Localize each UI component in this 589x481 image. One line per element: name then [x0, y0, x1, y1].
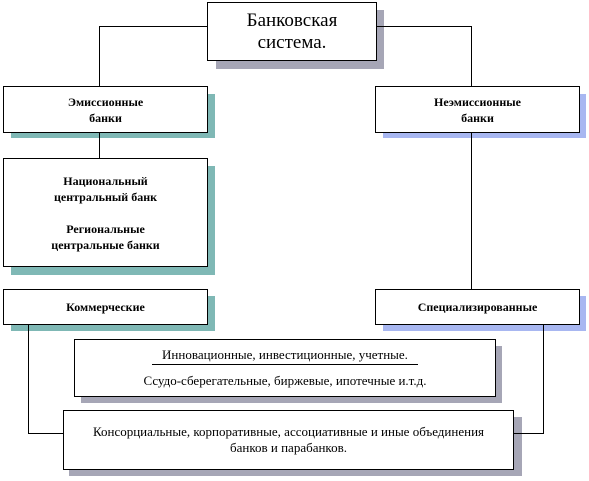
specialized-banks-label: Специализированные: [417, 300, 538, 314]
commercial-banks-label: Коммерческие: [66, 300, 145, 314]
specialized-banks-box: Специализированные: [375, 289, 580, 325]
banking-system-title-box: Банковская система.: [207, 2, 377, 61]
banking-system-title: Банковская система.: [246, 9, 338, 53]
connector-commercial-associations: [28, 324, 63, 434]
non-emission-banks-box: Неэмиссионные банки: [375, 86, 580, 133]
non-emission-banks-label: Неэмиссионные банки: [434, 94, 521, 125]
bank-types-line-1: Инновационные, инвестиционные, учетные.: [75, 347, 495, 366]
bank-types-line-2-text: Ссудо-сберегательные, биржевые, ипотечны…: [143, 372, 427, 388]
associations-label: Консорциальные, корпоративные, ассоциати…: [92, 424, 485, 455]
emission-banks-box: Эмиссионные банки: [3, 86, 208, 133]
bank-types-line-1-text: Инновационные, инвестиционные, учетные.: [152, 347, 418, 366]
emission-banks-label: Эмиссионные банки: [67, 94, 144, 125]
national-central-bank-label: Национальный центральный банк: [53, 173, 158, 204]
commercial-banks-box: Коммерческие: [3, 289, 208, 325]
bank-types-box: Инновационные, инвестиционные, учетные. …: [74, 339, 496, 397]
connector-title-non-emission: [375, 26, 472, 87]
connector-specialized-associations: [514, 324, 544, 434]
connector-title-emission: [99, 26, 208, 87]
regional-central-banks-label: Региональные центральные банки: [51, 221, 160, 252]
central-banks-box: Национальный центральный банк Региональн…: [3, 158, 208, 267]
bank-types-line-2: Ссудо-сберегательные, биржевые, ипотечны…: [75, 373, 495, 389]
associations-box: Консорциальные, корпоративные, ассоциати…: [63, 410, 514, 470]
